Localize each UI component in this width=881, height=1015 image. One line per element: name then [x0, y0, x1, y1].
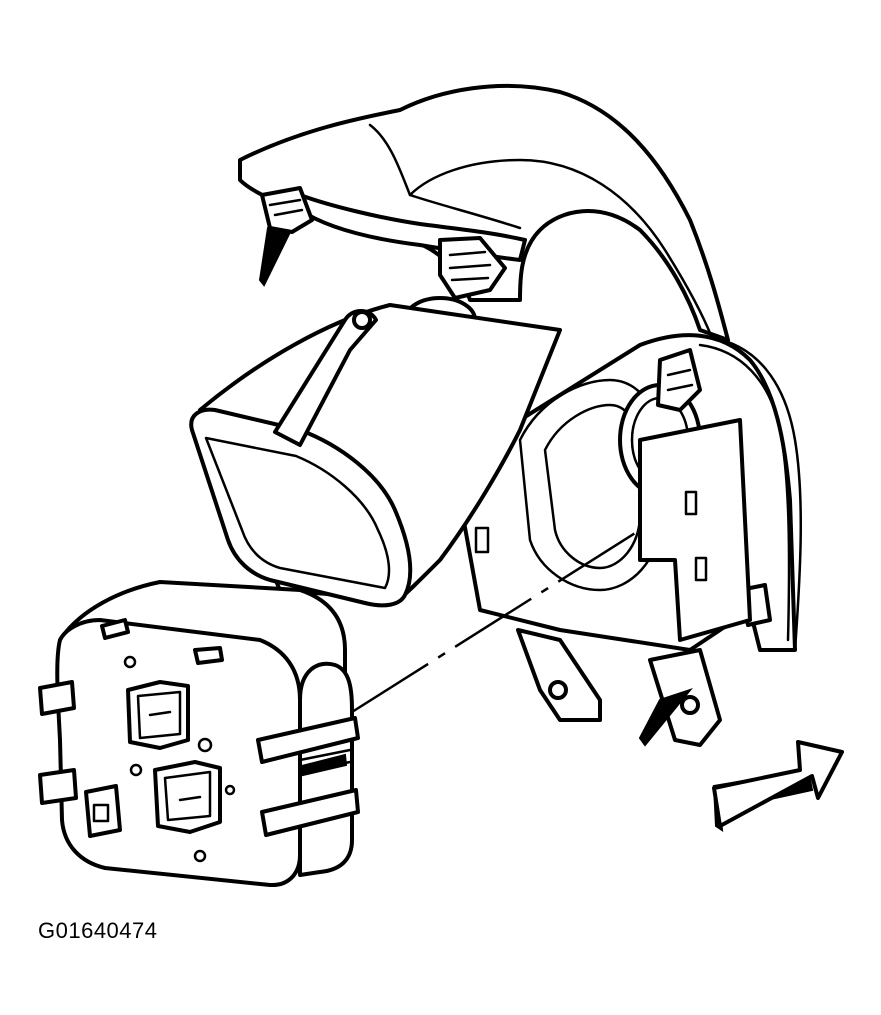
air-duct [189, 303, 562, 608]
electronic-module [38, 580, 360, 888]
arrow-right-icon [712, 740, 844, 833]
assembly-leader-line [351, 528, 641, 714]
column-bracket [458, 333, 803, 747]
steering-column-shroud [238, 83, 730, 342]
shroud-clip-left [258, 186, 314, 287]
figure-code: G01640474 [38, 918, 158, 943]
